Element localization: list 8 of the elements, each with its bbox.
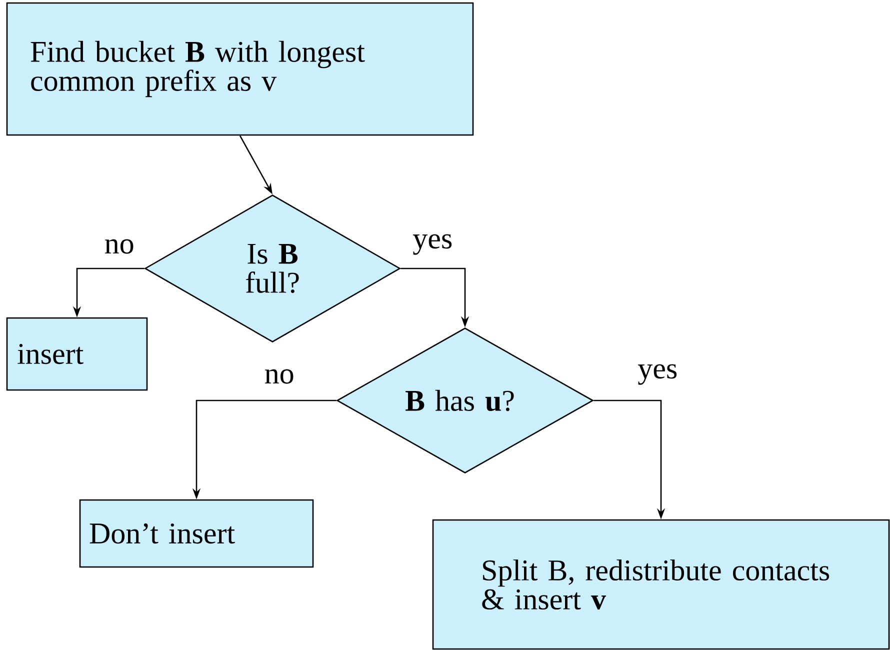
process-box: insert: [6, 317, 148, 391]
process-box: Find bucket B with longest common prefix as v: [6, 2, 474, 136]
edge-label: yes: [413, 234, 452, 255]
edge-label: yes: [638, 364, 677, 385]
edge-label: no: [265, 369, 294, 384]
process-box: Split B, redistribute contacts & insert v: [432, 519, 890, 650]
process-box: Don’t insert: [79, 499, 314, 568]
edge-label: no: [105, 239, 134, 254]
